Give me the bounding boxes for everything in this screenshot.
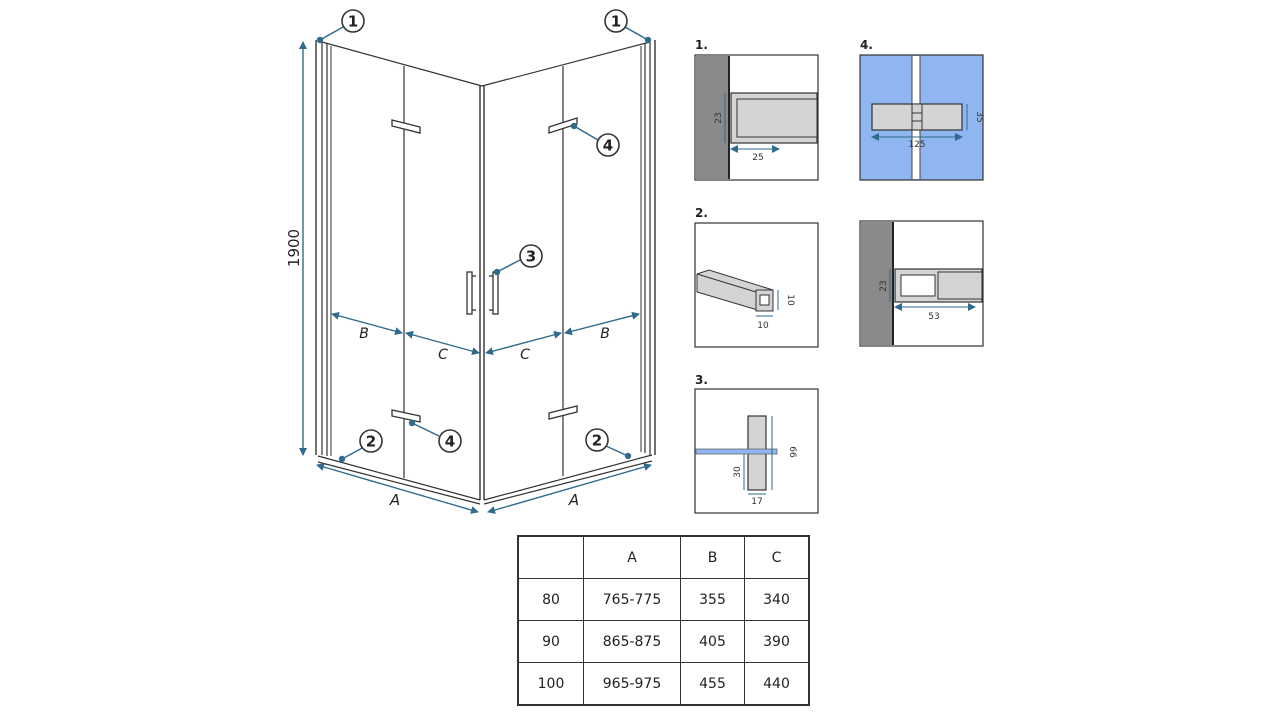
enclosure-drawing bbox=[315, 40, 656, 505]
detail-4-height: 35 bbox=[974, 111, 984, 122]
table-cell: 405 bbox=[680, 620, 745, 663]
detail-5-width: 53 bbox=[928, 312, 939, 322]
width-a-right-label: A bbox=[568, 491, 579, 509]
door-handles bbox=[466, 271, 499, 315]
table-header-cell: A bbox=[583, 535, 681, 579]
table-header-row: A B C bbox=[517, 535, 810, 579]
table-cell: 440 bbox=[744, 662, 810, 706]
door-c-left-line bbox=[405, 330, 480, 356]
table-cell: 390 bbox=[744, 620, 810, 663]
detail-3-title: 3. bbox=[695, 373, 708, 387]
table-cell: 80 bbox=[517, 578, 584, 621]
corner-post bbox=[479, 86, 485, 500]
detail-2-title: 2. bbox=[695, 206, 708, 220]
height-label: 1900 bbox=[285, 229, 303, 267]
detail-1-title: 1. bbox=[695, 38, 708, 52]
detail-5: 23 53 bbox=[859, 220, 984, 347]
width-a-right-line bbox=[487, 463, 652, 514]
door-b-left-line bbox=[331, 311, 403, 336]
table-cell: 90 bbox=[517, 620, 584, 663]
detail-4-title: 4. bbox=[860, 38, 873, 52]
table-cell: 455 bbox=[680, 662, 745, 706]
table-row: 80 765-775 355 340 bbox=[517, 578, 810, 621]
left-top-edge bbox=[321, 41, 483, 87]
detail-2: 2. 10 10 bbox=[694, 206, 819, 348]
detail-5-height: 23 bbox=[879, 280, 889, 291]
callout-2-left: 2 bbox=[338, 429, 383, 463]
width-a-left-label: A bbox=[389, 491, 400, 509]
door-b-right-label: B bbox=[600, 326, 610, 342]
callout-1-left: 1 bbox=[316, 9, 365, 44]
callout-4-bottom-number: 4 bbox=[445, 433, 455, 451]
callout-4-bottom: 4 bbox=[408, 419, 462, 453]
table-row: 100 965-975 455 440 bbox=[517, 662, 810, 706]
table-cell: 865-875 bbox=[583, 620, 681, 663]
width-a-left-line bbox=[316, 463, 479, 514]
callout-3-number: 3 bbox=[526, 248, 536, 266]
right-wall-profile bbox=[640, 40, 656, 455]
table-header-cell: B bbox=[680, 535, 745, 579]
detail-2-height: 10 bbox=[785, 294, 795, 306]
detail-2-width: 10 bbox=[757, 321, 769, 331]
callout-2-left-number: 2 bbox=[366, 433, 376, 451]
detail-1: 1. 23 25 bbox=[694, 38, 819, 181]
door-b-left-label: B bbox=[359, 326, 369, 342]
table-cell: 965-975 bbox=[583, 662, 681, 706]
detail-3-width: 17 bbox=[751, 497, 762, 507]
door-c-right-label: C bbox=[520, 347, 530, 363]
detail-1-height: 23 bbox=[714, 112, 724, 123]
detail-5-wall bbox=[861, 222, 893, 345]
table-row: 90 865-875 405 390 bbox=[517, 620, 810, 663]
detail-1-wall bbox=[696, 56, 729, 179]
left-wall-profile bbox=[315, 40, 332, 456]
callout-3: 3 bbox=[493, 244, 543, 276]
door-c-right-line bbox=[485, 330, 562, 356]
callout-2-right-number: 2 bbox=[592, 432, 602, 450]
table-header-cell: C bbox=[744, 535, 810, 579]
table-cell: 765-775 bbox=[583, 578, 681, 621]
detail-3-glass bbox=[695, 448, 778, 455]
callout-1-left-number: 1 bbox=[348, 13, 358, 31]
right-top-edge bbox=[481, 41, 651, 87]
door-c-left-label: C bbox=[438, 347, 448, 363]
callout-2-right: 2 bbox=[585, 428, 632, 460]
callout-4-top-number: 4 bbox=[603, 137, 613, 155]
table-cell: 100 bbox=[517, 662, 584, 706]
detail-3-outer: 66 bbox=[787, 446, 797, 458]
detail-1-width: 25 bbox=[752, 153, 763, 163]
hinge-brackets bbox=[391, 117, 578, 423]
callout-1-right-number: 1 bbox=[611, 13, 621, 31]
dimension-lines bbox=[299, 41, 652, 514]
detail-3: 3. 66 30 17 bbox=[694, 373, 819, 514]
callout-1-right: 1 bbox=[604, 9, 652, 44]
door-b-right-line bbox=[564, 311, 640, 336]
table-header-cell bbox=[517, 535, 584, 579]
table-cell: 355 bbox=[680, 578, 745, 621]
size-table: A B C 80 765-775 355 340 90 865-875 405 … bbox=[517, 535, 810, 706]
detail-4-width: 125 bbox=[908, 140, 925, 150]
detail-4: 4. 125 35 bbox=[859, 38, 984, 181]
table-cell: 340 bbox=[744, 578, 810, 621]
detail-3-inner: 30 bbox=[733, 466, 743, 478]
callout-4-top: 4 bbox=[570, 122, 620, 157]
